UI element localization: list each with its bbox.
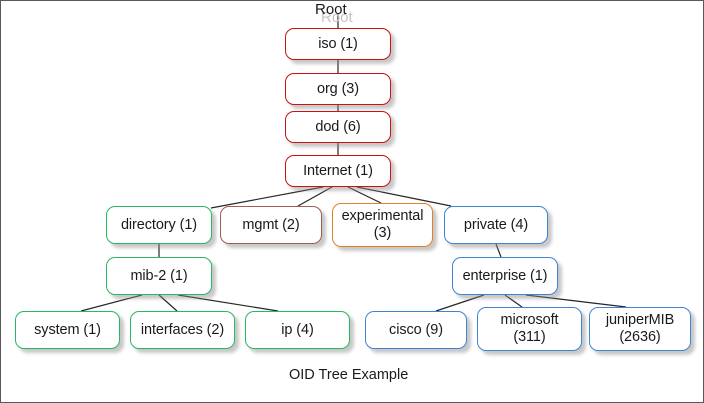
node-label-dod: dod (6)	[315, 118, 361, 135]
node-mib2[interactable]: mib-2 (1)	[106, 257, 212, 295]
edge-mib2-to-ip	[177, 294, 279, 312]
edge-enterprise-to-juniper	[525, 294, 627, 308]
node-directory[interactable]: directory (1)	[106, 206, 212, 244]
node-label-experimental: experimental (3)	[341, 208, 424, 241]
edge-mib2-to-system	[80, 294, 143, 312]
node-label-enterprise: enterprise (1)	[462, 267, 548, 284]
node-label-interfaces: interfaces (2)	[140, 321, 225, 338]
edge-internet-to-directory	[210, 186, 324, 209]
node-label-iso: iso (1)	[318, 35, 358, 52]
node-cisco[interactable]: cisco (9)	[365, 311, 467, 349]
node-mgmt[interactable]: mgmt (2)	[220, 206, 322, 244]
node-label-mib2: mib-2 (1)	[130, 267, 188, 284]
node-label-juniper: juniperMIB (2636)	[605, 312, 675, 345]
node-label-microsoft: microsoft (311)	[500, 312, 559, 345]
root-label: Root	[315, 1, 347, 18]
edge-internet-to-mgmt	[297, 186, 333, 207]
edge-enterprise-to-microsoft	[504, 294, 523, 308]
node-label-org: org (3)	[316, 80, 359, 97]
node-dod[interactable]: dod (6)	[285, 111, 391, 143]
node-private[interactable]: private (4)	[444, 206, 548, 244]
edge-internet-to-experimental	[347, 186, 382, 204]
edge-private-to-enterprise	[495, 243, 502, 258]
node-label-cisco: cisco (9)	[389, 321, 443, 338]
node-org[interactable]: org (3)	[285, 73, 391, 105]
node-enterprise[interactable]: enterprise (1)	[452, 257, 558, 295]
node-label-ip: ip (4)	[281, 321, 314, 338]
edge-mib2-to-interfaces	[158, 294, 178, 312]
node-iso[interactable]: iso (1)	[285, 28, 391, 60]
node-juniper[interactable]: juniperMIB (2636)	[589, 307, 691, 351]
node-label-system: system (1)	[34, 321, 101, 338]
node-interfaces[interactable]: interfaces (2)	[130, 311, 235, 349]
node-label-private: private (4)	[463, 216, 529, 233]
root-label-ghost: Root	[321, 9, 353, 26]
node-ip[interactable]: ip (4)	[245, 311, 350, 349]
node-system[interactable]: system (1)	[15, 311, 120, 349]
node-microsoft[interactable]: microsoft (311)	[477, 307, 582, 351]
node-label-mgmt: mgmt (2)	[242, 216, 300, 233]
node-label-internet: Internet (1)	[303, 162, 373, 179]
node-internet[interactable]: Internet (1)	[285, 155, 391, 187]
diagram-caption: OID Tree Example	[289, 367, 409, 383]
node-experimental[interactable]: experimental (3)	[332, 203, 433, 247]
edge-enterprise-to-cisco	[435, 294, 485, 312]
node-label-directory: directory (1)	[120, 216, 198, 233]
